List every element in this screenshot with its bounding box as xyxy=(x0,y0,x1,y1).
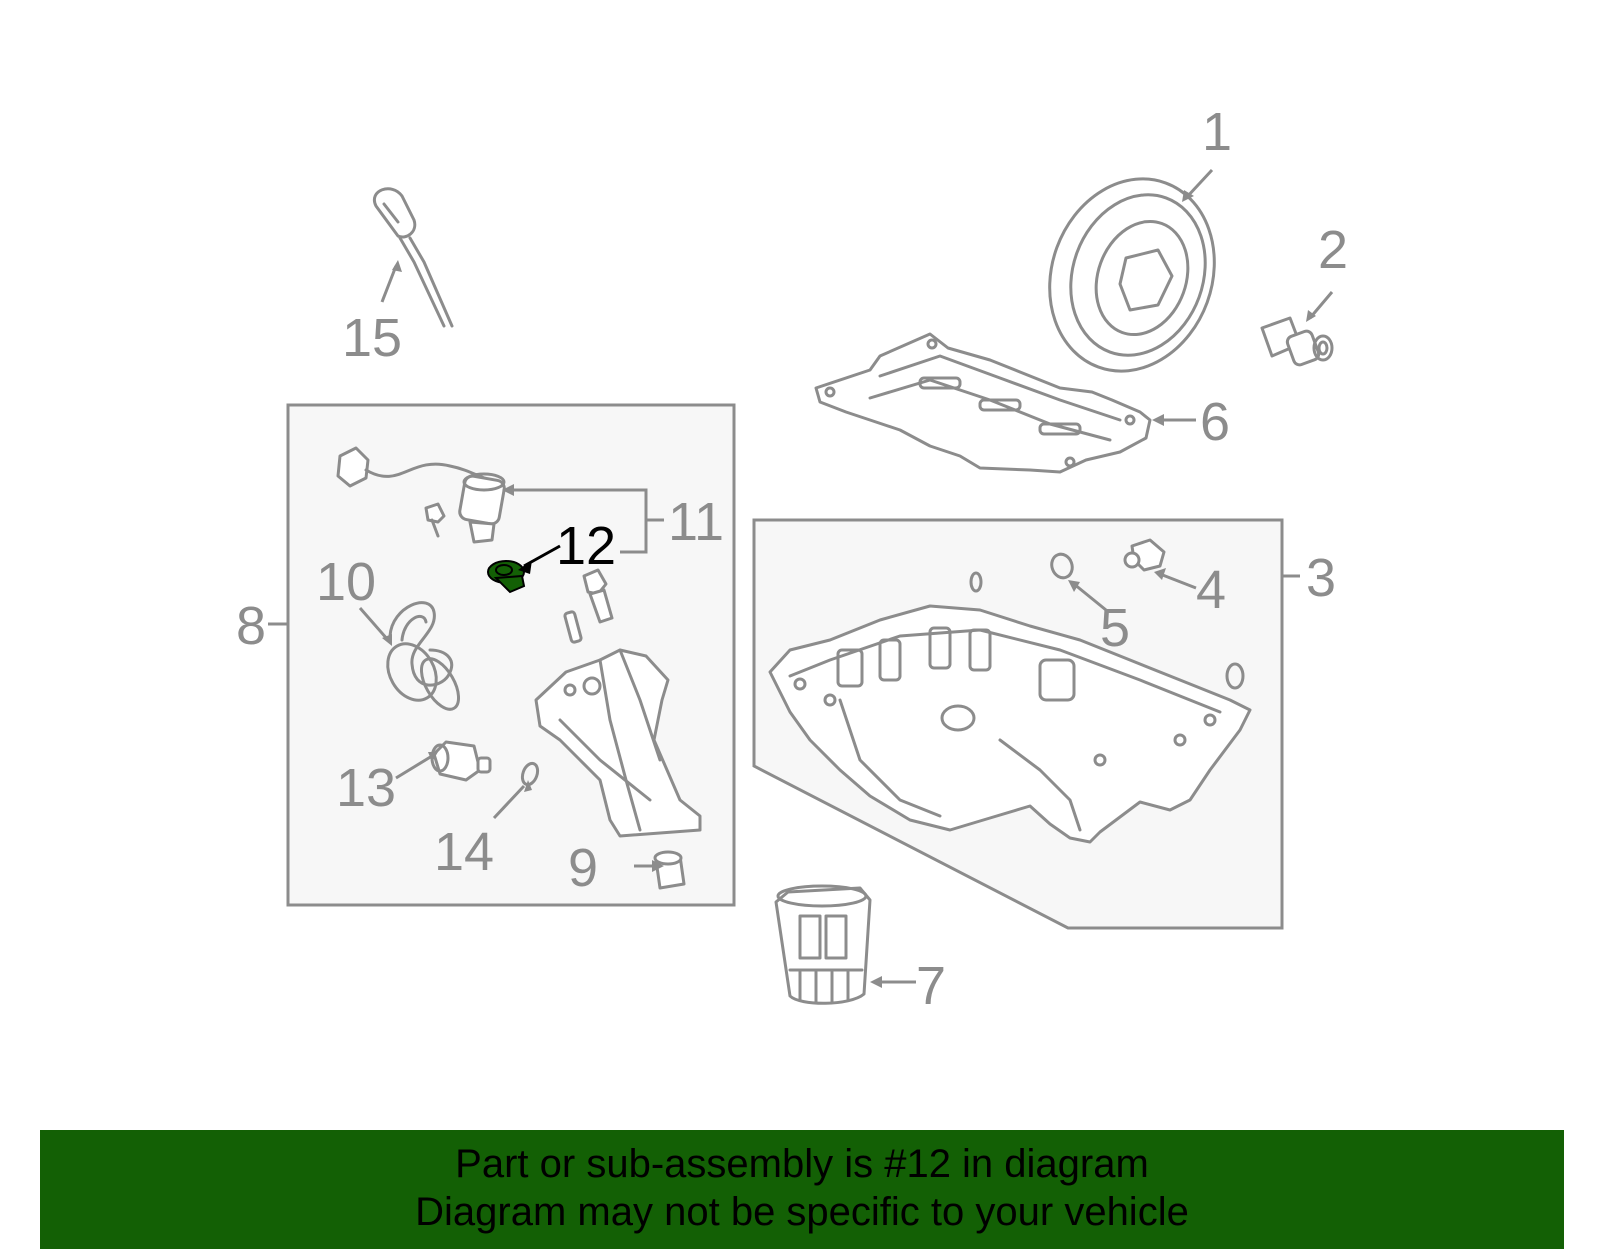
info-banner: Part or sub-assembly is #12 in diagram D… xyxy=(40,1130,1564,1249)
o-ring-part-5 xyxy=(1050,552,1074,580)
callout-8: 8 xyxy=(236,596,266,656)
callout-3: 3 xyxy=(1306,548,1336,608)
callout-14: 14 xyxy=(434,822,494,882)
oil-pump-part xyxy=(534,648,702,838)
sensor-part-4 xyxy=(1123,538,1166,572)
callout-12-highlighted: 12 xyxy=(556,516,616,576)
callout-13: 13 xyxy=(336,758,396,818)
stud-parts xyxy=(563,568,614,644)
callout-1: 1 xyxy=(1202,102,1232,162)
callout-4: 4 xyxy=(1196,560,1226,620)
oil-filter-part xyxy=(774,884,872,1005)
banner-line-disclaimer: Diagram may not be specific to your vehi… xyxy=(415,1190,1189,1234)
oil-level-sensor-part xyxy=(336,446,506,544)
sensor-part-13 xyxy=(430,740,492,782)
banner-line-part-number: Part or sub-assembly is #12 in diagram xyxy=(455,1142,1149,1186)
gasket-part-10 xyxy=(386,601,461,711)
callout-9: 9 xyxy=(568,838,598,898)
callout-7: 7 xyxy=(916,956,946,1016)
crank-pulley-part xyxy=(1048,177,1216,373)
dipstick-part xyxy=(372,187,454,328)
leader-lines xyxy=(268,168,1334,984)
o-ring-small-2 xyxy=(1225,662,1245,690)
o-ring-small xyxy=(969,571,983,593)
callout-5: 5 xyxy=(1100,598,1130,658)
callout-10: 10 xyxy=(316,552,376,612)
callout-11: 11 xyxy=(668,492,724,552)
seal-part-12-highlighted xyxy=(487,560,526,594)
bolt-part-2 xyxy=(1260,316,1334,367)
baffle-plate-part xyxy=(814,332,1152,474)
arrowheads xyxy=(382,190,1316,988)
oil-pan-part xyxy=(768,604,1252,844)
o-ring-part-14 xyxy=(520,761,540,787)
callout-6: 6 xyxy=(1200,392,1230,452)
callout-15: 15 xyxy=(342,308,402,368)
plug-part-9 xyxy=(653,850,686,890)
callout-2: 2 xyxy=(1318,220,1348,280)
